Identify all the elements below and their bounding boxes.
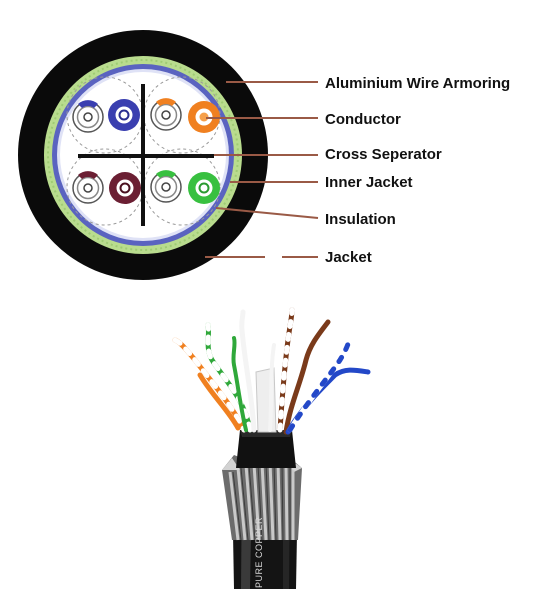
pair-boundary-top-right: [143, 76, 221, 154]
label-cross-seperator: Cross Seperator: [325, 146, 442, 163]
conductor-core: [199, 112, 209, 122]
pair-boundary-bottom-right: [143, 148, 221, 226]
pair-green: [150, 170, 220, 204]
label-jacket: Jacket: [325, 249, 372, 266]
label-inner-jacket: Inner Jacket: [325, 174, 413, 191]
label-conductor: Conductor: [325, 111, 401, 128]
pair-orange: [150, 98, 220, 133]
cable-twisted-wires: [172, 307, 371, 435]
cable-inner-jacket: [236, 430, 296, 468]
cross-separator: [78, 84, 214, 226]
pair-blue: [72, 99, 140, 133]
callout-labels: Aluminium Wire Armoring Conductor Cross …: [325, 75, 510, 266]
leader-lines: [205, 81, 319, 258]
leader-insulation: [215, 207, 319, 219]
label-insulation: Insulation: [325, 211, 396, 228]
cable-photo: PURE COPPER: [172, 307, 371, 589]
label-aluminium-wire-armoring: Aluminium Wire Armoring: [325, 75, 510, 92]
pair-brown: [72, 171, 141, 204]
cable-sheath-print: PURE COPPER: [254, 517, 264, 588]
cable-cross-section: [18, 30, 268, 280]
